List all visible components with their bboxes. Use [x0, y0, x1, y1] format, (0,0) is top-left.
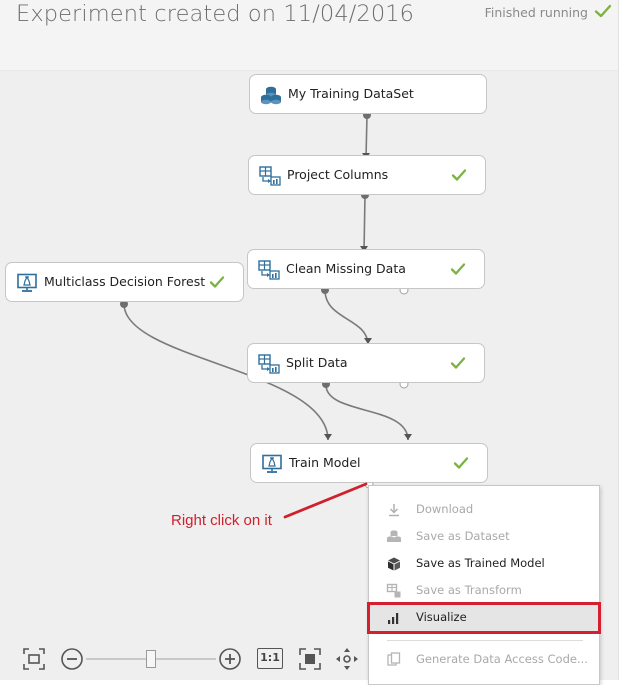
module-label: Multiclass Decision Forest	[44, 274, 206, 289]
download-icon	[389, 504, 399, 517]
zoom-slider-thumb[interactable]	[146, 650, 156, 668]
zoom-reset-button[interactable]: 1:1	[257, 648, 283, 669]
module-label: My Training DataSet	[288, 86, 414, 101]
module-split-data[interactable]: Split Data	[247, 343, 485, 383]
table-transform-icon	[258, 260, 280, 280]
annotation-label: Right click on it	[171, 512, 272, 529]
table-transform-icon	[259, 166, 281, 186]
zoom-out-icon[interactable]	[60, 647, 84, 671]
check-icon	[451, 169, 467, 181]
fit-to-screen-icon[interactable]	[22, 647, 46, 671]
pan-icon[interactable]	[335, 647, 359, 671]
dataset-icon	[387, 530, 401, 542]
menu-separator	[387, 640, 583, 641]
module-train-model[interactable]: Train Model	[250, 443, 488, 483]
context-menu: Download Save as Dataset Save as Trained…	[368, 485, 600, 685]
dataset-icon	[261, 86, 281, 105]
menu-item-save-as-transform[interactable]: Save as Transform	[369, 577, 599, 604]
check-icon	[209, 276, 225, 288]
module-label: Clean Missing Data	[286, 261, 406, 276]
run-status: Finished running	[484, 5, 588, 20]
experiment-title[interactable]: Experiment created on 11/04/2016	[16, 1, 415, 27]
zoom-in-icon[interactable]	[218, 647, 242, 671]
zoom-to-fit-icon[interactable]	[298, 647, 322, 671]
menu-item-label: Generate Data Access Code...	[416, 652, 588, 666]
menu-item-label: Save as Dataset	[416, 529, 510, 543]
menu-item-generate-data-access-code[interactable]: Generate Data Access Code...	[369, 646, 599, 673]
table-transform-icon	[258, 354, 280, 374]
module-label: Project Columns	[287, 167, 389, 182]
cube-icon	[388, 557, 400, 571]
menu-item-label: Save as Transform	[416, 583, 522, 597]
model-monitor-icon	[262, 454, 282, 473]
right-panel-edge	[618, 0, 624, 680]
check-icon	[450, 357, 466, 369]
module-label: Train Model	[289, 455, 361, 470]
module-my-training-dataset[interactable]: My Training DataSet	[249, 74, 487, 114]
module-label: Split Data	[286, 355, 348, 370]
copy-code-icon	[387, 652, 401, 666]
model-monitor-icon	[17, 273, 37, 292]
transform-icon	[386, 583, 401, 598]
menu-item-save-as-dataset[interactable]: Save as Dataset	[369, 523, 599, 550]
check-icon	[594, 4, 612, 18]
bar-chart-icon	[388, 613, 399, 624]
menu-item-label: Visualize	[416, 610, 467, 624]
title-bar: Experiment created on 11/04/2016 Finishe…	[0, 0, 624, 71]
check-icon	[450, 263, 466, 275]
module-project-columns[interactable]: Project Columns	[248, 155, 486, 195]
module-clean-missing-data[interactable]: Clean Missing Data	[247, 249, 485, 289]
check-icon	[453, 457, 469, 469]
menu-item-visualize[interactable]: Visualize	[369, 604, 599, 631]
module-multiclass-decision-forest[interactable]: Multiclass Decision Forest	[5, 262, 244, 302]
menu-item-download[interactable]: Download	[369, 496, 599, 523]
menu-item-save-as-trained-model[interactable]: Save as Trained Model	[369, 550, 599, 577]
menu-item-label: Save as Trained Model	[416, 556, 545, 570]
menu-item-label: Download	[416, 502, 474, 516]
